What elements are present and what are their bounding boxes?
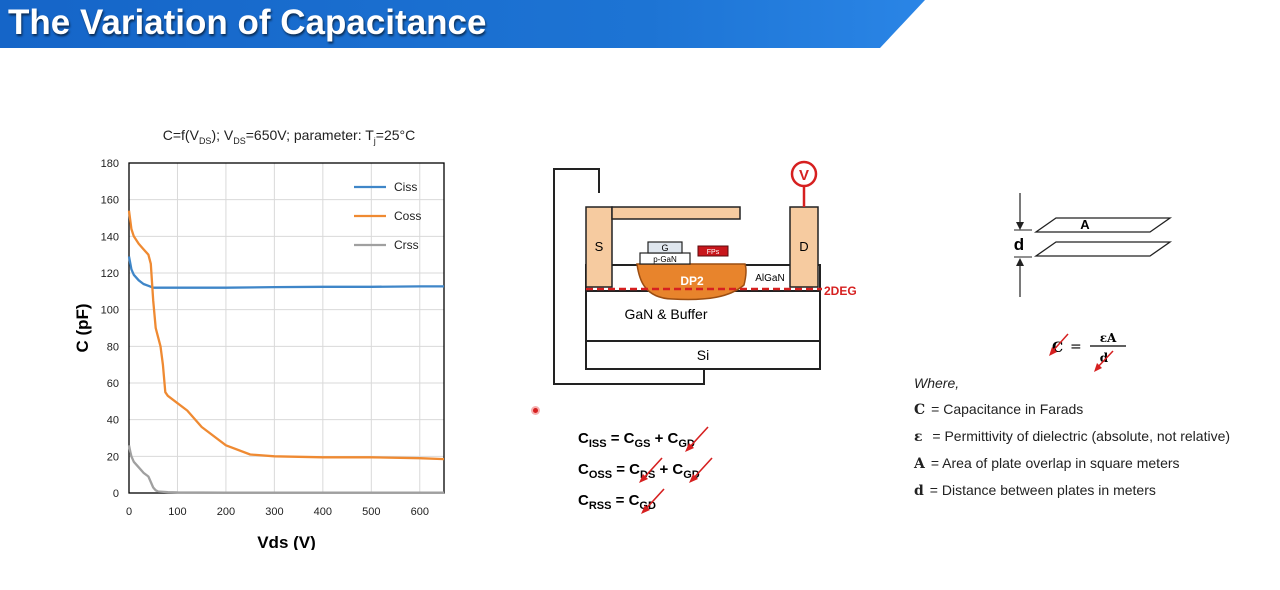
definition-area: A= Area of plate overlap in square meter… [914,455,1180,472]
fps-label: FPs [707,249,720,256]
definition-capacitance: C= Capacitance in Farads [914,401,1084,418]
capacitance-formula: C = εA d [1049,331,1126,372]
gate-contact [647,241,683,254]
definition-distance: d= Distance between plates in meters [914,482,1156,499]
series-line-ciss [127,256,444,289]
x-axis-label: Vds (V) [257,533,316,550]
y-tick-label: 0 [113,488,119,500]
capacitance-relations: CISS = CGS + CGD COSS = CDS + CGD CRSS =… [578,426,713,519]
definitions-list: Where, C= Capacitance in Farads ε = Perm… [914,375,1230,509]
coss-equation: COSS = CDS + CGD [578,457,713,488]
ciss-equation: CISS = CGS + CGD [578,426,709,457]
series-line-coss [127,210,445,461]
strike-arrow-icon [641,488,665,514]
x-tick-label: 300 [265,506,283,518]
voltmeter-icon [790,160,818,188]
algan-label: AlGaN [755,273,784,284]
buffer-label: GaN & Buffer [624,306,707,322]
bottom-plate [1033,241,1173,257]
dp2-label: DP2 [680,274,704,288]
formula-c: C [1052,340,1063,356]
field-plate [611,206,741,220]
y-tick-label: 60 [107,378,119,390]
si-label: Si [697,347,709,363]
crss-equation: CRSS = CGD [578,488,700,519]
strike-arrow-icon [1094,350,1114,372]
source-label: S [595,239,604,254]
formula-denominator: d [1100,351,1109,365]
where-label: Where, [914,375,960,391]
capacitance-chart: 0 100 200 300 400 500 600 0 20 40 60 80 100 120 140 160… [73,158,445,550]
x-tick-label: 500 [362,506,380,518]
series-line-crss [127,445,444,494]
x-tick-label: 200 [217,506,235,518]
drain-label: D [799,239,808,254]
legend-label-ciss: Ciss [394,180,417,194]
y-tick-label: 180 [101,158,119,170]
strike-arrow-icon [639,457,663,483]
gate-label: G [661,243,668,253]
x-tick-label: 100 [168,506,186,518]
drain-contact [789,206,819,288]
gan-device-cross-section: Si GaN & Buffer AlGaN DP2 2DEG S D p-GaN… [553,160,857,385]
y-tick-label: 80 [107,341,119,353]
x-tick-label: 0 [126,506,132,518]
formula-eq: = [1070,339,1082,355]
y-tick-label: 100 [101,305,119,317]
strike-arrow-icon [689,457,713,483]
pointer-dot [531,406,540,415]
source-contact [585,206,613,288]
strike-arrow-icon [685,426,709,452]
2deg-label: 2DEG [824,284,857,298]
y-tick-label: 20 [107,451,119,463]
pgan-label: p-GaN [653,255,677,264]
y-tick-label: 140 [101,231,119,243]
x-tick-label: 400 [314,506,332,518]
distance-label: d [1014,235,1024,254]
arrowhead-icon [1016,258,1024,266]
arrowhead-icon [1016,222,1024,230]
strike-arrow-icon [1049,333,1069,356]
formula-numerator: εA [1100,331,1117,345]
legend-label-crss: Crss [394,238,419,252]
source-wire [553,168,705,385]
legend-label-coss: Coss [394,209,421,223]
y-tick-label: 160 [101,195,119,207]
fps-block [697,245,729,257]
y-tick-label: 40 [107,415,119,427]
meter-label: V [799,167,809,184]
x-tick-label: 600 [411,506,429,518]
top-plate [1033,217,1173,233]
parallel-plate-diagram: A d [1014,193,1173,297]
y-axis-label: C (pF) [73,303,92,352]
y-tick-label: 120 [101,268,119,280]
area-label: A [1080,217,1090,232]
slide-title: The Variation of Capacitance [8,3,487,42]
title-banner [0,0,925,48]
definition-permittivity: ε = Permittivity of dielectric (absolute… [914,428,1231,445]
chart-title: C=f(VDS); VDS=650V; parameter: Tj=25°C [162,127,416,146]
